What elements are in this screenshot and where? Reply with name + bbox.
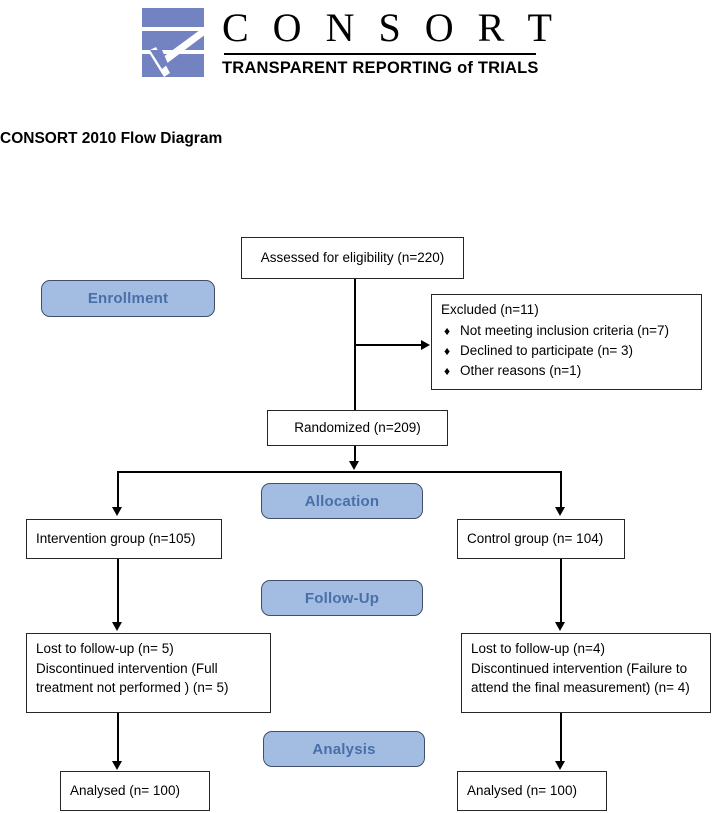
excluded-reason-label: Not meeting inclusion criteria (n=7) <box>460 322 669 338</box>
stage-analysis-label: Analysis <box>312 740 376 758</box>
excluded-reasons-list: ♦ Not meeting inclusion criteria (n=7) ♦… <box>441 321 692 381</box>
box-intervention-group-label: Intervention group (n=105) <box>36 531 196 547</box>
box-intervention-group: Intervention group (n=105) <box>26 519 222 559</box>
arrowhead-control-followup <box>555 622 565 631</box>
connector-assessed-to-excluded <box>354 344 422 346</box>
stage-label-allocation: Allocation <box>261 483 423 519</box>
connector-randomized-down <box>354 446 356 464</box>
consort-logo: C O N S O R T TRANSPARENT REPORTING of T… <box>138 4 559 84</box>
consort-logo-text: C O N S O R T TRANSPARENT REPORTING of T… <box>222 4 559 82</box>
box-control-group: Control group (n= 104) <box>457 519 625 559</box>
stage-followup-label: Follow-Up <box>304 589 380 607</box>
consort-tagline: TRANSPARENT REPORTING of TRIALS <box>222 59 539 77</box>
box-randomized: Randomized (n=209) <box>267 410 448 446</box>
arrowhead-randomized-down <box>349 461 359 470</box>
arrowhead-control-analysed <box>555 761 565 770</box>
bullet-diamond-icon: ♦ <box>444 323 451 338</box>
arrowhead-intervention-followup <box>112 622 122 631</box>
connector-allocation-right-drop <box>560 471 562 509</box>
list-item: ♦ Declined to participate (n= 3) <box>441 341 692 361</box>
arrowhead-to-excluded <box>421 339 430 350</box>
stage-label-followup: Follow-Up <box>261 580 423 616</box>
bullet-diamond-icon: ♦ <box>444 363 451 378</box>
box-assessed-label: Assessed for eligibility (n=220) <box>260 250 445 266</box>
arrowhead-to-intervention-group <box>112 507 122 516</box>
excluded-reason-label: Other reasons (n=1) <box>460 362 582 378</box>
stage-enrollment-label: Enrollment <box>87 290 169 307</box>
stage-label-enrollment: Enrollment <box>41 280 215 317</box>
box-intervention-analysed: Analysed (n= 100) <box>60 771 210 811</box>
control-followup-lost-label: Lost to follow-up (n=4) <box>471 641 605 656</box>
intervention-followup-discontinued-label: Discontinued intervention (Full treatmen… <box>36 660 229 696</box>
connector-control-to-analysed <box>560 713 562 763</box>
connector-control-to-followup <box>560 559 562 624</box>
consort-logo-mark <box>142 8 210 77</box>
box-excluded: Excluded (n=11) ♦ Not meeting inclusion … <box>431 294 702 390</box>
connector-intervention-to-followup <box>117 559 119 624</box>
consort-wordmark: C O N S O R T <box>222 5 559 50</box>
page-title: CONSORT 2010 Flow Diagram <box>0 130 223 147</box>
excluded-reason-label: Declined to participate (n= 3) <box>460 342 633 358</box>
excluded-heading: Excluded (n=11) <box>441 302 539 317</box>
box-intervention-followup: Lost to follow-up (n= 5) Discontinued in… <box>26 633 271 713</box>
control-followup-discontinued-label: Discontinued intervention (Failure to at… <box>471 660 690 696</box>
list-item: ♦ Not meeting inclusion criteria (n=7) <box>441 321 692 341</box>
box-control-analysed-label: Analysed (n= 100) <box>467 783 577 799</box>
box-randomized-label: Randomized (n=209) <box>294 420 421 436</box>
connector-allocation-split-bar <box>117 471 561 473</box>
logo-divider-rule <box>224 53 536 55</box>
connector-allocation-left-drop <box>117 471 119 509</box>
arrowhead-intervention-analysed <box>112 761 122 770</box>
box-control-group-label: Control group (n= 104) <box>467 531 604 547</box>
connector-intervention-to-analysed <box>117 713 119 763</box>
box-control-followup: Lost to follow-up (n=4) Discontinued int… <box>461 633 711 713</box>
box-control-analysed: Analysed (n= 100) <box>457 771 607 811</box>
stage-label-analysis: Analysis <box>263 731 425 767</box>
intervention-followup-lost-label: Lost to follow-up (n= 5) <box>36 641 174 656</box>
box-intervention-analysed-label: Analysed (n= 100) <box>70 783 180 799</box>
stage-allocation-label: Allocation <box>304 492 380 510</box>
arrowhead-to-control-group <box>555 507 565 516</box>
bullet-diamond-icon: ♦ <box>444 343 451 358</box>
box-assessed-for-eligibility: Assessed for eligibility (n=220) <box>241 237 464 279</box>
list-item: ♦ Other reasons (n=1) <box>441 361 692 381</box>
